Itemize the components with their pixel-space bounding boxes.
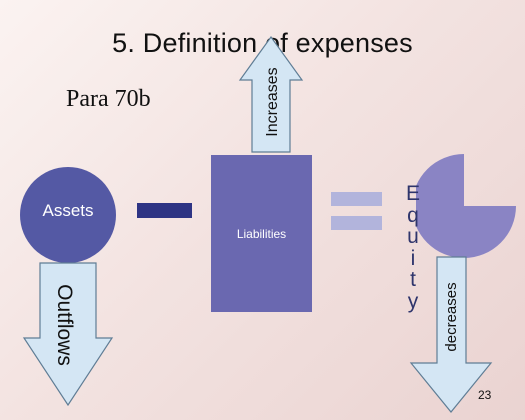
slide-subtitle: Para 70b: [66, 86, 151, 112]
equity-letter: y: [407, 289, 419, 313]
equals-sign-top-bar: [331, 192, 382, 206]
decreases-arrow-label: decreases: [442, 282, 460, 352]
equity-letter: q: [407, 203, 419, 227]
equity-letter: i: [410, 246, 416, 270]
equity-letter: E: [405, 182, 420, 205]
equity-pie: [416, 154, 516, 258]
liabilities-box: [211, 155, 312, 312]
minus-sign: [137, 203, 192, 218]
increases-arrow-label: Increases: [264, 67, 281, 137]
equity-label: E q u i t y: [398, 183, 428, 312]
equals-sign-bottom-bar: [331, 216, 382, 230]
equity-letter: u: [407, 225, 419, 248]
assets-label: Assets: [42, 201, 94, 220]
page-number: 23: [478, 388, 492, 402]
assets-circle: [20, 167, 116, 263]
liabilities-label: Liabilities: [236, 227, 287, 241]
outflows-arrow-label: Outflows: [53, 284, 76, 366]
equity-letter: t: [410, 268, 416, 291]
